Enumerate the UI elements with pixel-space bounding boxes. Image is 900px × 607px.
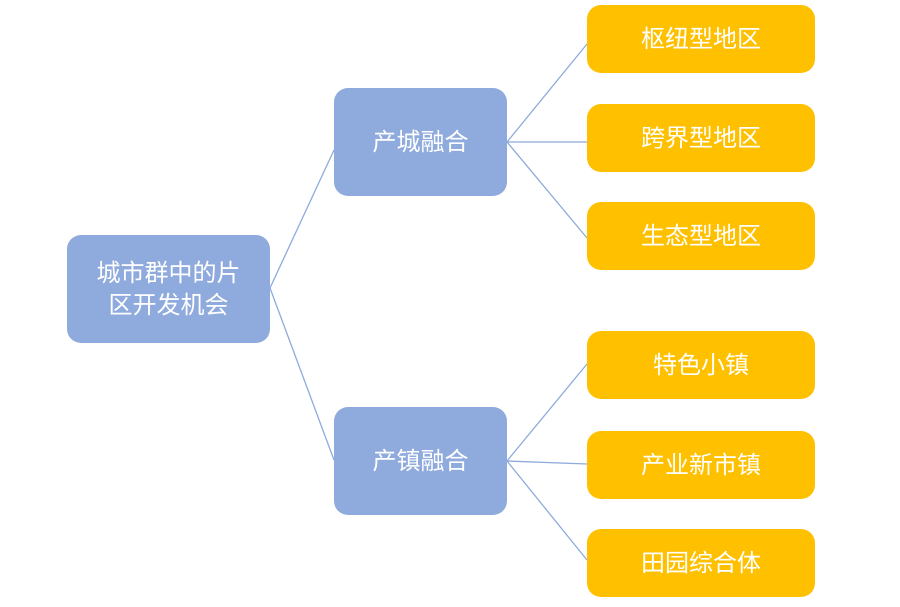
connector-root-branch-2 (269, 287, 335, 461)
connector-branch-1-leaf-3 (506, 141, 588, 239)
connector-branch-2-leaf-2 (506, 460, 588, 465)
connector-branch-2-leaf-3 (506, 460, 588, 561)
leaf-node-2-3-label: 田园综合体 (641, 549, 761, 577)
leaf-node-1-3-label: 生态型地区 (641, 222, 761, 250)
connector-branch-2-leaf-1 (506, 363, 588, 462)
root-node: 城市群中的片区开发机会 (67, 235, 270, 343)
leaf-node-1-1-label: 枢纽型地区 (641, 25, 761, 53)
leaf-node-2-1-label: 特色小镇 (653, 351, 749, 379)
leaf-node-1-1: 枢纽型地区 (587, 5, 815, 73)
connector-branch-1-leaf-1 (506, 43, 588, 143)
branch-node-2: 产镇融合 (334, 407, 507, 515)
root-node-label: 城市群中的片区开发机会 (96, 259, 241, 319)
leaf-node-2-1: 特色小镇 (587, 331, 815, 399)
leaf-node-1-2: 跨界型地区 (587, 104, 815, 172)
leaf-node-2-2-label: 产业新市镇 (641, 451, 761, 479)
leaf-node-1-3: 生态型地区 (587, 202, 815, 270)
leaf-node-1-2-label: 跨界型地区 (641, 124, 761, 152)
branch-node-1: 产城融合 (334, 88, 507, 196)
connector-root-branch-1 (269, 149, 335, 289)
branch-node-1-label: 产城融合 (372, 128, 469, 156)
leaf-node-2-3: 田园综合体 (587, 529, 815, 597)
branch-node-2-label: 产镇融合 (372, 447, 469, 475)
leaf-node-2-2: 产业新市镇 (587, 431, 815, 499)
